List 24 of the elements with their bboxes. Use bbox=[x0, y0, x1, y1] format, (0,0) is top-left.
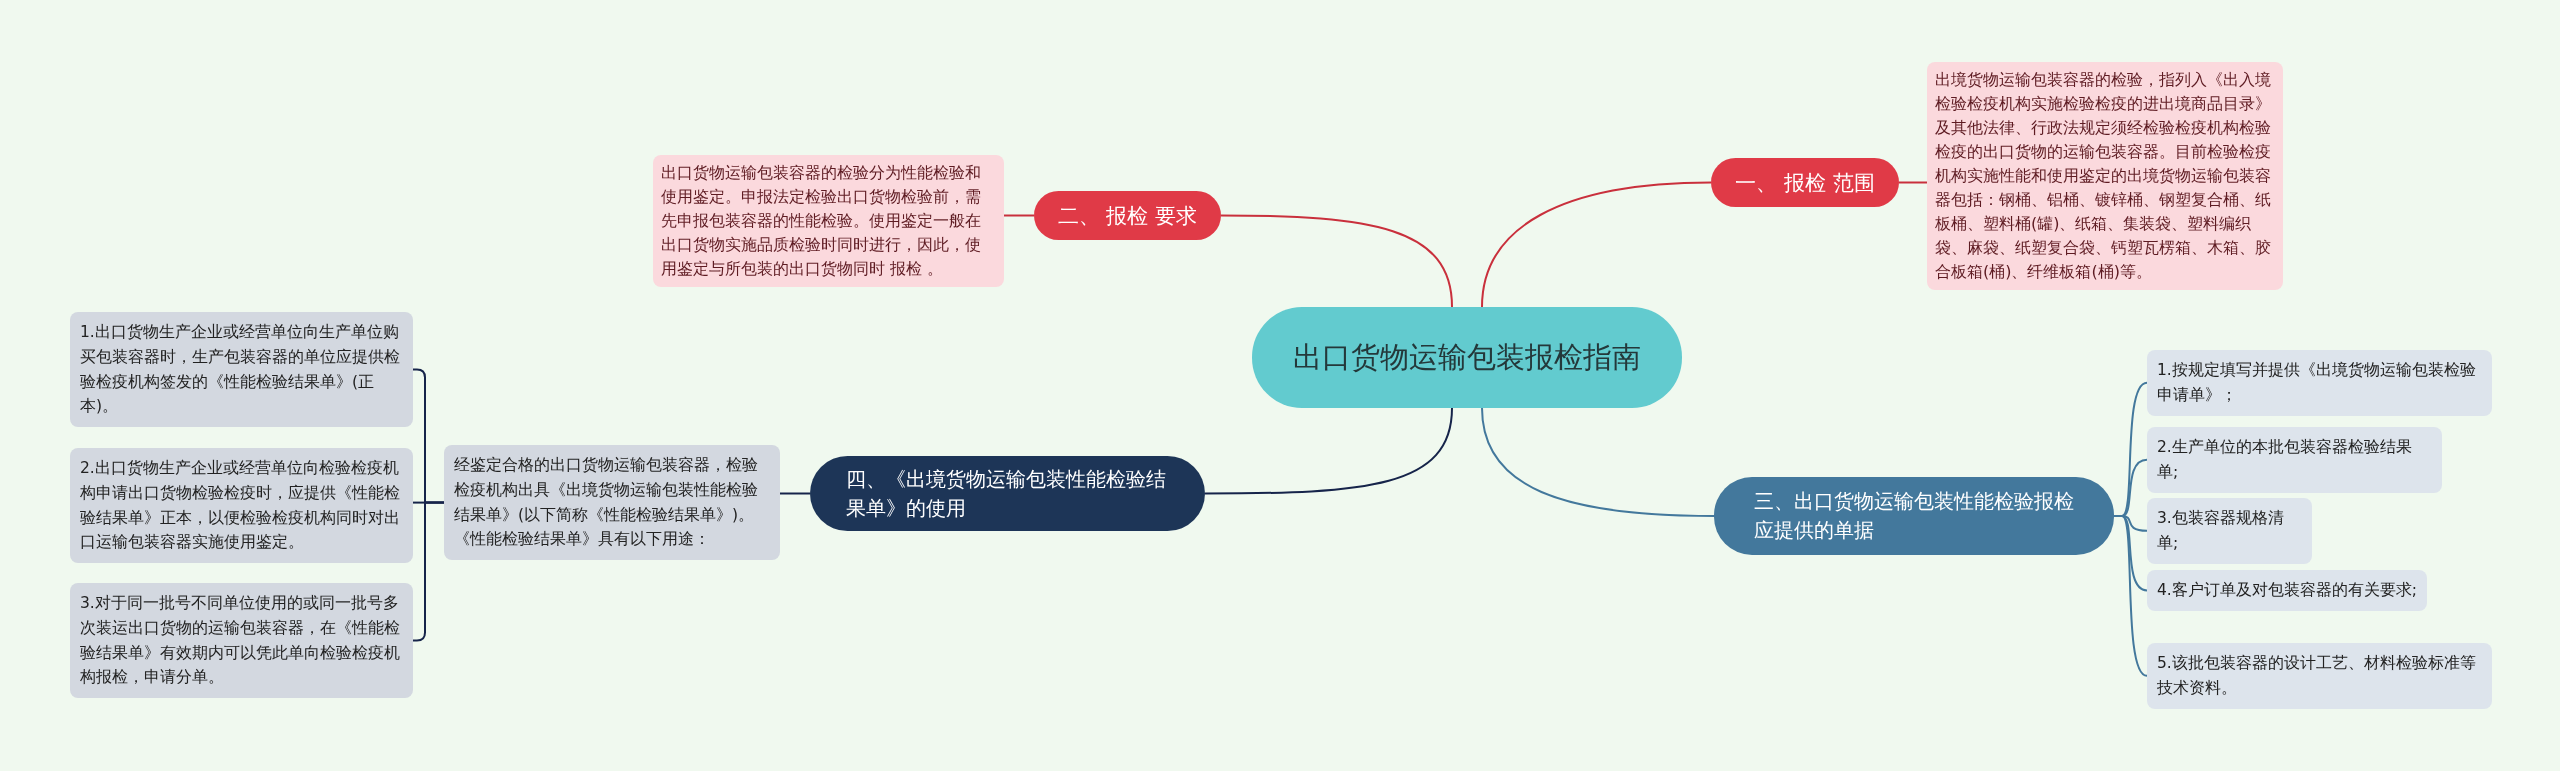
connector bbox=[1481, 181, 1712, 308]
note-box: 出口货物运输包装容器的检验分为性能检验和使用鉴定。申报法定检验出口货物检验前，需先申报包装容器的性能检验。使用鉴定一般在出口货物实施品质检验时同时进行，因此，使用鉴定与所包装的出口货物同时 报检 。 bbox=[653, 155, 1004, 287]
connector bbox=[1204, 407, 1453, 495]
branch-topic: 三、出口货物运输包装性能检验报检应提供的单据 bbox=[1714, 477, 2114, 555]
connector bbox=[1220, 214, 1453, 308]
note-box: 1.出口货物生产企业或经营单位向生产单位购买包装容器时，生产包装容器的单位应提供检验检疫机构签发的《性能检验结果单》(正本)。 bbox=[70, 312, 413, 428]
list-item-box: 4.客户订单及对包装容器的有关要求; bbox=[2147, 570, 2427, 611]
connector bbox=[1898, 181, 1928, 184]
note-box: 经鉴定合格的出口货物运输包装容器，检验检疫机构出具《出境货物运输包装性能检验结果单》(以下简称《性能检验结果单》)。《性能检验结果单》具有以下用途： bbox=[444, 445, 780, 561]
branch-topic: 二、 报检 要求 bbox=[1034, 191, 1221, 240]
branch-topic: 四、《出境货物运输包装性能检验结果单》的使用 bbox=[810, 456, 1205, 531]
list-item-box: 3.包装容器规格清单; bbox=[2147, 498, 2312, 564]
connector bbox=[1003, 214, 1035, 217]
central-topic: 出口货物运输包装报检指南 bbox=[1252, 307, 1682, 408]
connector bbox=[1481, 407, 1715, 517]
branch-topic: 一、 报检 范围 bbox=[1711, 158, 1899, 207]
list-item-box: 5.该批包装容器的设计工艺、材料检验标准等技术资料。 bbox=[2147, 643, 2492, 709]
list-item-box: 2.生产单位的本批包装容器检验结果单; bbox=[2147, 427, 2442, 493]
list-item-box: 1.按规定填写并提供《出境货物运输包装检验申请单》； bbox=[2147, 350, 2492, 416]
note-box: 出境货物运输包装容器的检验，指列入《出入境检验检疫机构实施检验检疫的进出境商品目录》及其他法律、行政法规定须经检验检疫机构检验检疫的出口货物的运输包装容器。目前检验检疫机构实施性能和使用鉴定的出境货物运输包装容器包括：钢桶、铝桶、镀锌桶、钢塑复合桶、纸板桶、塑料桶(罐)、纸箱、集装袋、塑料编织袋、麻袋、纸塑复合袋、钙塑瓦楞箱、木箱、胶合板箱(桶)、纤维板箱(桶)等。 bbox=[1927, 62, 2283, 290]
note-box: 3.对于同一批号不同单位使用的或同一批号多次装运出口货物的运输包装容器，在《性能检验结果单》有效期内可以凭此单向检验检疫机构报检，申请分单。 bbox=[70, 583, 413, 699]
note-box: 2.出口货物生产企业或经营单位向检验检疫机构申请出口货物检验检疫时，应提供《性能检验结果单》正本，以便检验检疫机构同时对出口运输包装容器实施使用鉴定。 bbox=[70, 448, 413, 564]
connector bbox=[412, 501, 445, 642]
connector bbox=[779, 492, 811, 495]
